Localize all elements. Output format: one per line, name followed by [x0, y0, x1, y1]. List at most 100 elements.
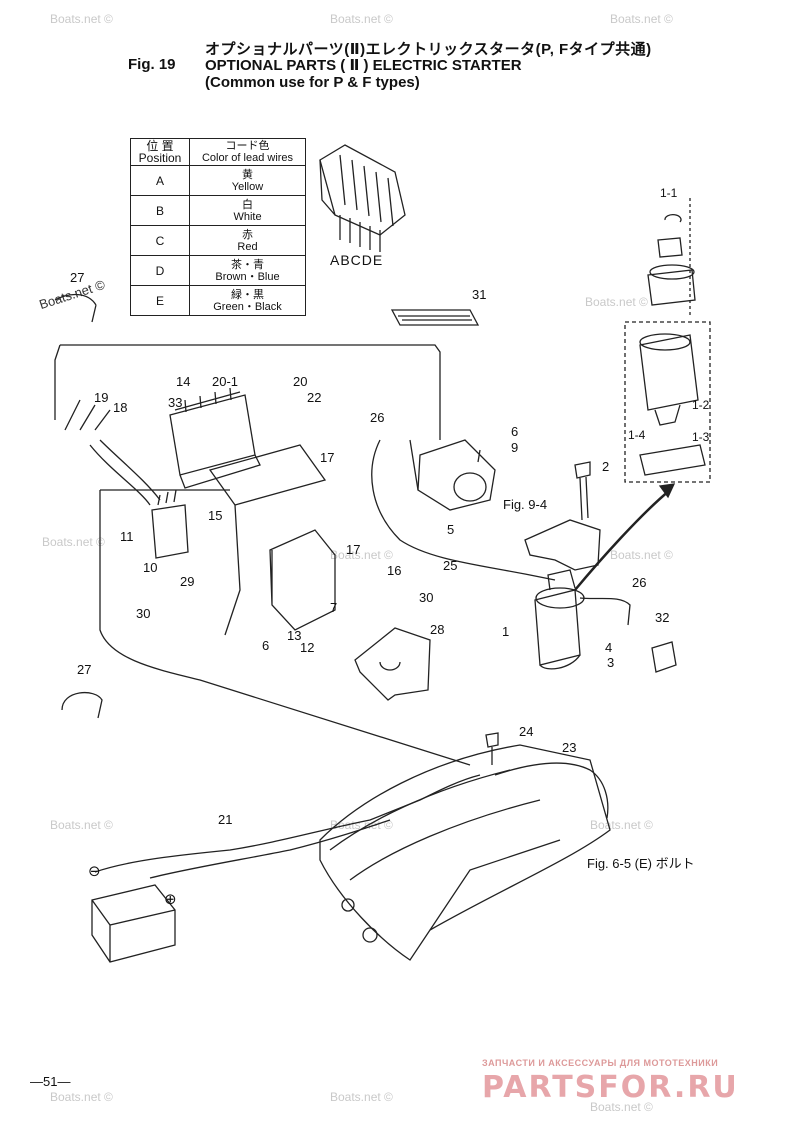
starter-motor: [534, 569, 585, 670]
watermark: Boats.net ©: [330, 548, 393, 562]
callout-22: 22: [307, 390, 322, 405]
lead-wire-27-left: [61, 691, 103, 719]
watermark: Boats.net ©: [330, 12, 393, 26]
table-header-row: 位 置 Position コード色 Color of lead wires: [130, 138, 306, 166]
callout-25: 25: [443, 558, 458, 573]
regulator-connector: [319, 144, 406, 252]
callout-24: 24: [519, 724, 534, 739]
position-cell: A: [130, 165, 190, 196]
callout-30-left: 30: [136, 606, 151, 621]
callout-14: 14: [176, 374, 191, 389]
callout-12: 12: [300, 640, 315, 655]
title-english: OPTIONAL PARTS ( Ⅱ ) ELECTRIC STARTER: [205, 57, 522, 74]
callout-18: 18: [113, 400, 128, 415]
callout-32: 32: [655, 610, 670, 625]
callout-13: 13: [287, 628, 302, 643]
title-japanese: オプショナルパーツ(Ⅱ)エレクトリックスタータ(P, Fタイプ共通): [205, 41, 652, 58]
callout-2: 2: [602, 459, 610, 474]
bolt-24: [485, 732, 499, 765]
position-cell: E: [130, 285, 190, 316]
reference-fig-9-4: Fig. 9-4: [503, 497, 548, 512]
page-number: —51—: [30, 1074, 71, 1089]
mounting-bracket: [208, 444, 327, 636]
connector-letters: ABCDE: [330, 252, 384, 268]
battery-negative-sign: ⊖: [88, 863, 101, 880]
lead-wire-27-top: [54, 293, 97, 323]
callout-10: 10: [143, 560, 158, 575]
callout-5: 5: [447, 522, 455, 537]
watermark: Boats.net ©: [50, 12, 113, 26]
bracket-28: [354, 627, 431, 701]
callout-23: 23: [562, 740, 577, 755]
callout-20: 20: [293, 374, 308, 389]
position-cell: B: [130, 195, 190, 226]
callout-9: 9: [511, 440, 519, 455]
starter-bracket: [524, 519, 601, 571]
exploded-view-arrow: [574, 489, 671, 591]
watermark: Boats.net ©: [610, 548, 673, 562]
watermark: Boats.net ©: [42, 535, 105, 549]
callout-1-2: 1-2: [692, 398, 710, 412]
callout-33: 33: [168, 395, 183, 410]
watermark: Boats.net ©: [585, 295, 648, 309]
lead-wire-color-table: 位 置 Position コード色 Color of lead wires A …: [130, 138, 306, 316]
callout-1-1: 1-1: [660, 186, 678, 200]
battery: [91, 884, 176, 963]
callout-6: 6: [511, 424, 519, 439]
callout-30-right: 30: [419, 590, 434, 605]
reference-fig-6-5: Fig. 6-5 (E) ボルト: [587, 856, 695, 871]
watermark: Boats.net ©: [590, 1100, 653, 1114]
subtitle-english: (Common use for P & F types): [205, 74, 420, 91]
watermark: Boats.net ©: [50, 818, 113, 832]
callout-29: 29: [180, 574, 195, 589]
callout-6-lower: 6: [262, 638, 270, 653]
brand-banner: ЗАПЧАСТИ И АКСЕССУАРЫ ДЛЯ МОТОТЕХНИКИ PA…: [482, 1058, 739, 1105]
callout-20-1: 20-1: [212, 374, 239, 389]
brand-logo: PARTSFOR.RU: [482, 1070, 739, 1105]
terminal-block: [269, 529, 336, 631]
bolt-2: [574, 461, 591, 521]
callout-3: 3: [607, 655, 615, 670]
position-cell: C: [130, 225, 190, 256]
decal-31: [390, 309, 480, 326]
position-cell: D: [130, 255, 190, 286]
regulator-module-14: [169, 387, 261, 489]
callout-26-right: 26: [632, 575, 647, 590]
callout-16: 16: [387, 563, 402, 578]
rectifier-10: [151, 489, 189, 559]
callout-17: 17: [320, 450, 335, 465]
brand-tagline: ЗАПЧАСТИ И АКСЕССУАРЫ ДЛЯ МОТОТЕХНИКИ: [482, 1058, 719, 1068]
cable-23: [494, 762, 609, 819]
figure-label: Fig. 19: [128, 56, 176, 73]
starter-solenoid: [409, 439, 496, 511]
callout-7: 7: [330, 600, 338, 615]
callout-27-left: 27: [77, 662, 92, 677]
callout-31: 31: [472, 287, 487, 302]
callout-26: 26: [370, 410, 385, 425]
cable-26-right: [579, 597, 631, 626]
callout-1-4: 1-4: [628, 428, 646, 442]
callout-15: 15: [208, 508, 223, 523]
callout-4: 4: [605, 640, 613, 655]
watermark: Boats.net ©: [50, 1090, 113, 1104]
wiring-harness: [54, 344, 471, 766]
watermark: Boats.net ©: [330, 1090, 393, 1104]
terminal-cover-32: [651, 641, 677, 673]
callout-19: 19: [94, 390, 109, 405]
callout-28: 28: [430, 622, 445, 637]
watermark: Boats.net ©: [610, 12, 673, 26]
callout-11: 11: [120, 529, 134, 544]
callout-1: 1: [502, 624, 510, 639]
starter-exploded-view: [624, 198, 711, 483]
callout-17-lower: 17: [346, 542, 361, 557]
battery-cable-21: [94, 774, 481, 873]
callout-27: 27: [70, 270, 85, 285]
